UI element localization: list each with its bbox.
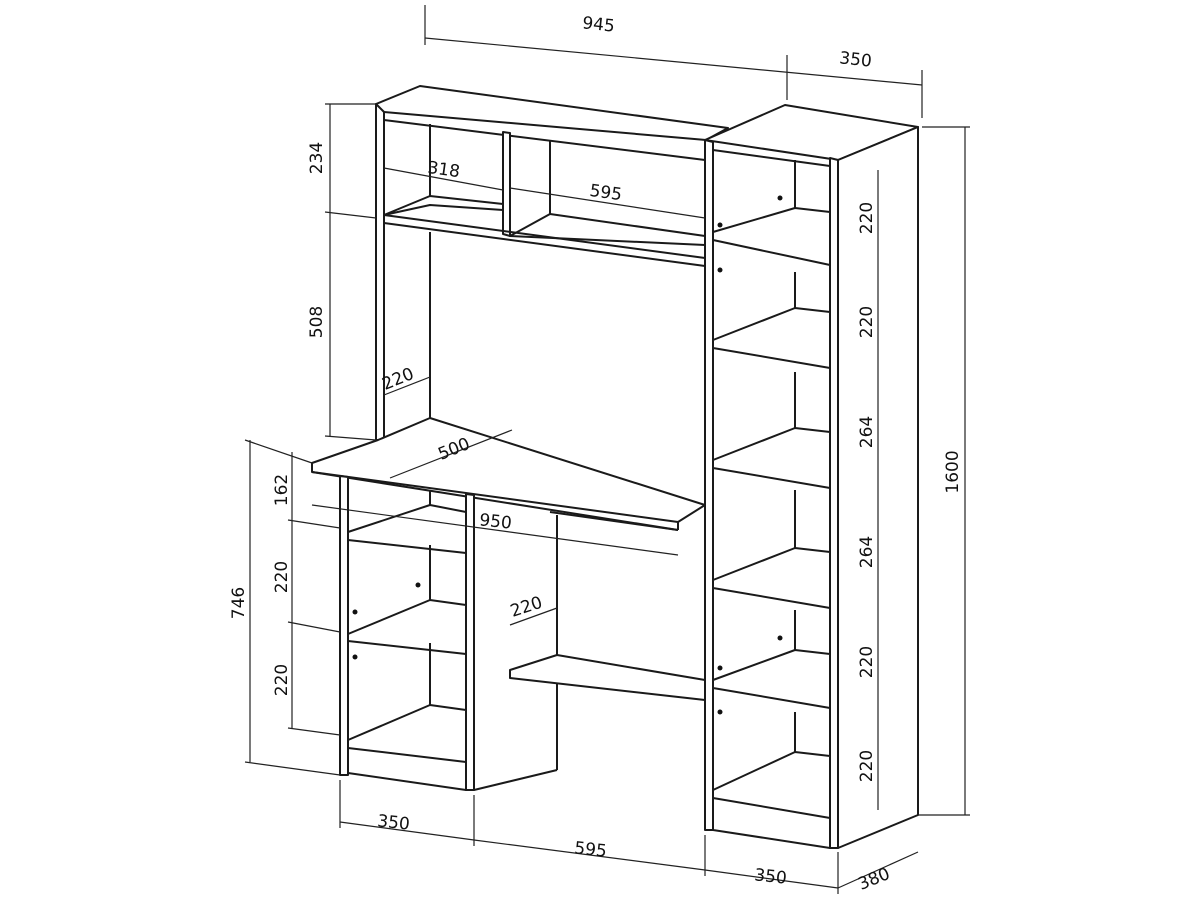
hutch [375, 85, 729, 441]
dim-desk-height: 746 [229, 587, 249, 619]
dim-desk-width: 950 [478, 510, 512, 533]
dim-pedestal-width: 350 [376, 811, 410, 834]
dimension-labels: 945 350 1600 234 318 595 508 220 500 950… [229, 13, 963, 894]
dim-pedestal-top: 162 [272, 474, 292, 506]
dim-tower-width: 350 [753, 865, 787, 888]
dim-tower-width-top: 350 [838, 48, 872, 71]
dim-tower-shelf-1: 220 [857, 202, 877, 234]
desk [311, 417, 706, 791]
dim-tower-shelf-5: 220 [857, 646, 877, 678]
dim-pedestal-low: 220 [272, 664, 292, 696]
dim-tower-depth: 380 [855, 864, 893, 895]
dim-total-width: 945 [581, 13, 615, 36]
dim-tower-shelf-3: 264 [857, 416, 877, 448]
dim-hutch-right-niche: 595 [588, 181, 623, 205]
dim-hutch-left-niche: 318 [426, 158, 461, 182]
dim-tower-shelf-4: 264 [857, 536, 877, 568]
dim-tower-shelf-2: 220 [857, 306, 877, 338]
tower [704, 104, 919, 849]
dim-knee-width: 595 [573, 838, 607, 861]
dimension-lines [244, 5, 970, 894]
dim-total-height: 1600 [943, 450, 963, 493]
dim-pedestal-mid: 220 [272, 561, 292, 593]
dim-hutch-height: 508 [307, 306, 327, 338]
dim-hutch-top-height: 234 [307, 142, 327, 174]
dim-tower-shelf-6: 220 [857, 750, 877, 782]
dim-keyboard-depth: 220 [508, 593, 545, 622]
